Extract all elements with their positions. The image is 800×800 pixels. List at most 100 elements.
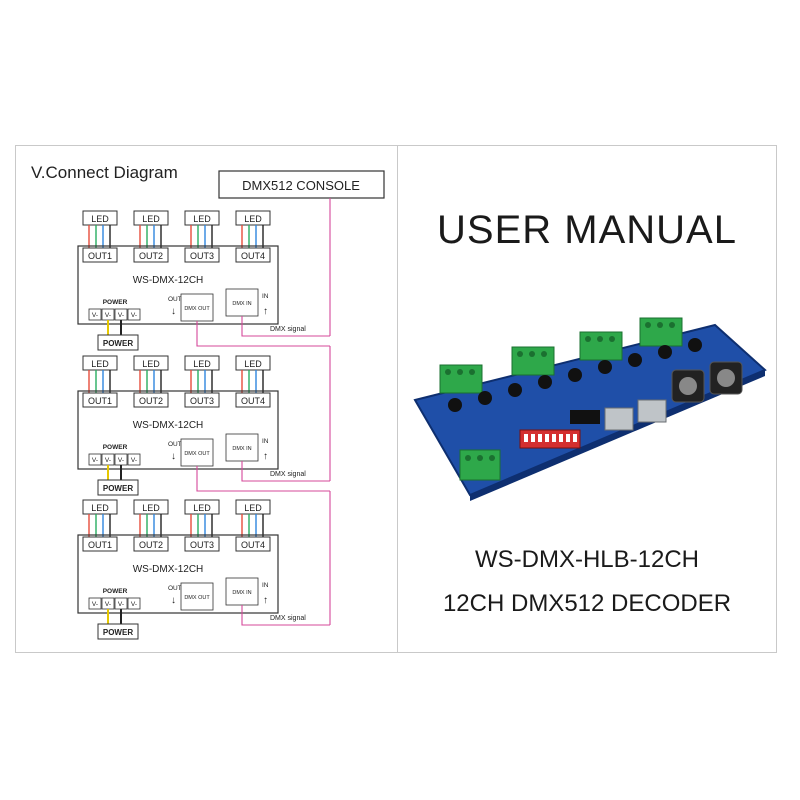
power-section-label: POWER xyxy=(103,299,128,306)
power-terminal xyxy=(88,453,102,466)
terminal-label: V- xyxy=(118,312,124,319)
power-terminal xyxy=(88,308,102,321)
decoder-name: WS-DMX-12CH xyxy=(133,564,204,575)
dmx-in-label: DMX IN xyxy=(232,301,251,307)
led-box xyxy=(184,499,220,515)
led-label: LED xyxy=(142,214,160,224)
output-label: OUT4 xyxy=(241,396,265,406)
led-label: LED xyxy=(91,359,109,369)
arrow-down-icon: ↓ xyxy=(171,595,176,606)
output-box xyxy=(82,536,118,552)
led-label: LED xyxy=(193,359,211,369)
led-label: LED xyxy=(244,214,262,224)
led-box xyxy=(184,210,220,226)
terminal-label: V- xyxy=(131,601,137,608)
terminal-label: V- xyxy=(92,601,98,608)
output-box xyxy=(82,392,118,408)
power-supply-box xyxy=(97,334,139,351)
in-label: IN xyxy=(262,438,269,445)
terminal-label: V- xyxy=(92,312,98,319)
out-label: OUT xyxy=(168,585,182,592)
output-box xyxy=(184,392,220,408)
power-supply-label: POWER xyxy=(103,484,133,493)
led-label: LED xyxy=(244,359,262,369)
decoder-body xyxy=(77,534,279,614)
diagram-heading: V.Connect Diagram xyxy=(31,163,178,182)
output-label: OUT2 xyxy=(139,251,163,261)
dmx-out-wire xyxy=(196,466,330,492)
dmx-out-port xyxy=(180,293,214,322)
dmx-out-wire xyxy=(196,321,330,347)
output-label: OUT2 xyxy=(139,396,163,406)
terminal-label: V- xyxy=(105,457,111,464)
terminal-label: V- xyxy=(131,312,137,319)
dmx-signal-wire xyxy=(241,461,330,482)
output-box xyxy=(133,247,169,263)
led-box xyxy=(82,499,118,515)
power-terminal xyxy=(88,597,102,610)
in-label: IN xyxy=(262,293,269,300)
terminal-label: V- xyxy=(118,457,124,464)
power-supply-label: POWER xyxy=(103,628,133,637)
decoder-name: WS-DMX-12CH xyxy=(133,420,204,431)
dmx-signal-wire xyxy=(241,316,330,337)
dmx-out-label: DMX OUT xyxy=(184,595,210,601)
terminal-label: V- xyxy=(92,457,98,464)
product-description: 12CH DMX512 DECODER xyxy=(442,590,732,617)
manual-title: USER MANUAL xyxy=(437,208,737,252)
led-box xyxy=(133,355,169,371)
output-label: OUT1 xyxy=(88,540,112,550)
power-supply-box xyxy=(97,479,139,496)
led-label: LED xyxy=(244,503,262,513)
output-box xyxy=(184,536,220,552)
led-label: LED xyxy=(142,359,160,369)
page-divider xyxy=(397,145,398,653)
arrow-up-icon: ↑ xyxy=(263,451,268,462)
terminal-label: V- xyxy=(105,601,111,608)
decoder-body xyxy=(77,390,279,470)
output-label: OUT2 xyxy=(139,540,163,550)
console-label: DMX512 CONSOLE xyxy=(242,178,360,193)
dmx-signal-label: DMX signal xyxy=(270,326,306,333)
output-label: OUT3 xyxy=(190,540,214,550)
arrow-down-icon: ↓ xyxy=(171,451,176,462)
arrow-down-icon: ↓ xyxy=(171,306,176,317)
console-box xyxy=(218,170,385,199)
power-terminal xyxy=(127,308,141,321)
power-terminal xyxy=(127,453,141,466)
output-box xyxy=(133,392,169,408)
decoder-name: WS-DMX-12CH xyxy=(133,275,204,286)
terminal-label: V- xyxy=(131,457,137,464)
led-box xyxy=(133,499,169,515)
arrow-up-icon: ↑ xyxy=(263,595,268,606)
dmx-out-label: DMX OUT xyxy=(184,451,210,457)
terminal-label: V- xyxy=(118,601,124,608)
dmx-in-port xyxy=(225,577,259,606)
output-box xyxy=(82,247,118,263)
power-supply-box xyxy=(97,623,139,640)
dmx-out-label: DMX OUT xyxy=(184,306,210,312)
decoder-body xyxy=(77,245,279,325)
out-label: OUT xyxy=(168,441,182,448)
terminal-label: V- xyxy=(105,312,111,319)
dmx-in-label: DMX IN xyxy=(232,446,251,452)
dmx-in-port xyxy=(225,288,259,317)
led-box xyxy=(235,499,271,515)
power-terminal xyxy=(127,597,141,610)
dmx-signal-label: DMX signal xyxy=(270,615,306,622)
power-supply-label: POWER xyxy=(103,339,133,348)
output-label: OUT3 xyxy=(190,396,214,406)
led-box xyxy=(133,210,169,226)
led-label: LED xyxy=(91,214,109,224)
output-box xyxy=(235,247,271,263)
output-label: OUT4 xyxy=(241,540,265,550)
output-box xyxy=(184,247,220,263)
dmx-signal-wire xyxy=(241,605,330,626)
led-box xyxy=(82,210,118,226)
power-section-label: POWER xyxy=(103,588,128,595)
output-box xyxy=(235,392,271,408)
led-box xyxy=(82,355,118,371)
led-label: LED xyxy=(193,214,211,224)
power-section-label: POWER xyxy=(103,444,128,451)
